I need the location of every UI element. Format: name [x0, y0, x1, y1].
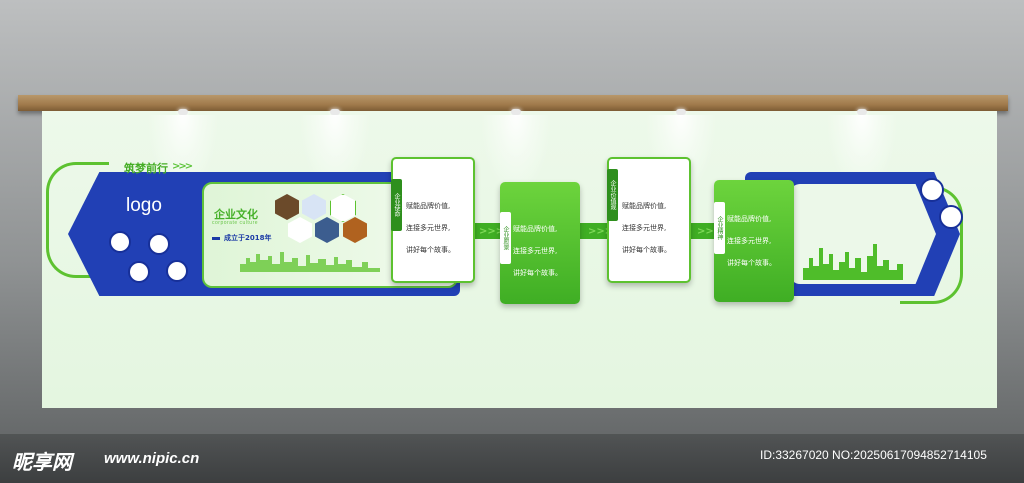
connector-arrows: >>> — [588, 226, 614, 237]
slogan: 筑梦前行 — [124, 162, 168, 175]
spotlight — [330, 109, 340, 115]
card-line: 讲好每个故事。 — [406, 246, 455, 254]
card-tab: 企业价值观 — [607, 169, 618, 221]
culture-title: 企业文化 — [214, 208, 258, 221]
decor-circle — [109, 231, 131, 253]
card-text: 赋能品牌价值, 连接多元世界, 讲好每个故事。 — [727, 208, 793, 274]
decor-circle — [939, 205, 963, 229]
connector-arrows: >>> — [697, 226, 723, 237]
watermark-id: ID:33267020 NO:20250617094852714105 — [760, 448, 987, 462]
watermark-url: www.nipic.cn — [104, 450, 200, 467]
decor-circle — [920, 178, 944, 202]
card-spirit: 企业精神 赋能品牌价值, 连接多元世界, 讲好每个故事。 — [714, 180, 794, 302]
card-text: 赋能品牌价值, 连接多元世界, 讲好每个故事。 — [406, 195, 472, 261]
card-mission: 企业使命 赋能品牌价值, 连接多元世界, 讲好每个故事。 — [391, 157, 475, 283]
card-line: 讲好每个故事。 — [513, 269, 562, 277]
card-line: 连接多元世界, — [622, 224, 667, 232]
card-line: 连接多元世界, — [727, 237, 772, 245]
empty-hexagon — [330, 194, 356, 222]
spotlight — [857, 109, 867, 115]
card-line: 连接多元世界, — [513, 247, 558, 255]
card-tab: 企业精神 — [714, 202, 725, 254]
city-skyline — [803, 244, 903, 280]
watermark-logo: 昵享网 — [12, 450, 72, 474]
spotlight — [676, 109, 686, 115]
card-line: 讲好每个故事。 — [727, 259, 776, 267]
card-text: 赋能品牌价值, 连接多元世界, 讲好每个故事。 — [513, 218, 579, 284]
green-outline — [46, 162, 109, 278]
card-vision: 企业愿景 赋能品牌价值, 连接多元世界, 讲好每个故事。 — [500, 182, 580, 304]
card-line: 讲好每个故事。 — [622, 246, 671, 254]
card-line: 赋能品牌价值, — [727, 215, 772, 223]
founded-dash — [212, 237, 220, 240]
slogan-arrows: >>> — [172, 161, 193, 172]
watermark-bar — [0, 434, 1024, 483]
card-values: 企业价值观 赋能品牌价值, 连接多元世界, 讲好每个故事。 — [607, 157, 691, 283]
connector-bar — [378, 223, 806, 239]
card-text: 赋能品牌价值, 连接多元世界, 讲好每个故事。 — [622, 195, 688, 261]
founded-year: 成立于2018年 — [224, 234, 272, 242]
decor-circle — [148, 233, 170, 255]
decor-circle — [166, 260, 188, 282]
card-line: 赋能品牌价值, — [406, 202, 451, 210]
logo-placeholder: logo — [126, 195, 162, 216]
card-tab: 企业愿景 — [500, 212, 511, 264]
card-line: 赋能品牌价值, — [622, 202, 667, 210]
connector-arrows: >>> — [479, 226, 505, 237]
card-line: 连接多元世界, — [406, 224, 451, 232]
city-skyline — [240, 252, 380, 272]
card-line: 赋能品牌价值, — [513, 225, 558, 233]
spotlight — [178, 109, 188, 115]
card-tab: 企业使命 — [391, 179, 402, 231]
spotlight — [511, 109, 521, 115]
culture-subtitle: corporate culture — [212, 220, 259, 226]
wooden-shelf — [18, 95, 1008, 111]
decor-circle — [128, 261, 150, 283]
